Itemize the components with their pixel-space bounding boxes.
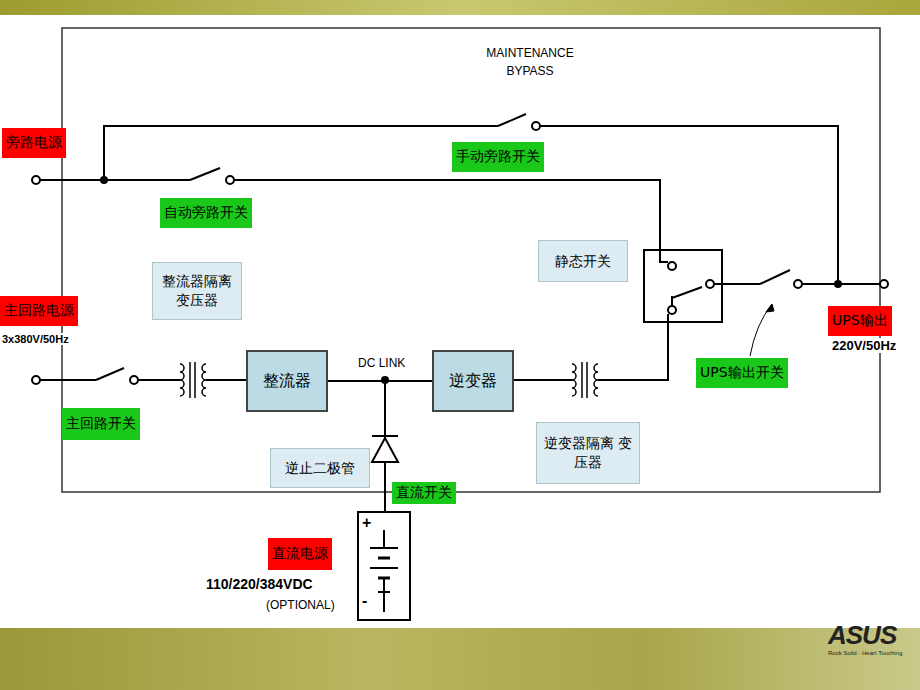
input-rating: 3x380V/50Hz [2,333,69,345]
switch-label: 自动旁路开关 [160,198,252,228]
box-text: UPS输出 [832,312,888,330]
brand-slogan: Rock Solid · Heart Touching [828,650,902,656]
box-text: 直流电源 [272,545,328,563]
power-label: 主回路电源 [0,296,78,326]
box-text: UPS输出开关 [700,364,784,382]
power-label: 旁路电源 [2,128,66,158]
switch-label: UPS输出开关 [696,358,788,388]
box-text: 静态开关 [555,252,611,271]
rectifier-box: 整流器 [246,350,328,412]
box-text: 逆止二极管 [285,459,355,478]
box-text: 逆变器 [449,371,497,392]
box-text: 自动旁路开关 [164,204,248,222]
power-label: UPS输出 [828,306,892,336]
bypass-title: MAINTENANCE BYPASS [470,44,590,80]
plus-sign: + [362,514,371,532]
inverter-box: 逆变器 [432,350,514,412]
info-box: 逆止二极管 [270,448,370,488]
output-rating: 220V/50Hz [832,338,896,353]
minus-sign: - [362,592,367,610]
box-text: 整流器隔离 变压器 [157,272,237,310]
box-text: 主回路开关 [66,415,136,433]
brand-logo: ASUS [828,620,896,651]
switch-label: 直流开关 [392,482,456,504]
info-box: 整流器隔离 变压器 [152,262,242,320]
box-text: 直流开关 [396,484,452,502]
switch-label: 手动旁路开关 [452,142,544,172]
optional-note: (OPTIONAL) [266,598,335,612]
box-text: 整流器 [263,371,311,392]
dc-link-label: DC LINK [358,356,405,370]
power-label: 直流电源 [268,538,332,570]
info-box: 逆变器隔离 变压器 [536,422,640,484]
switch-label: 主回路开关 [62,408,140,440]
bottom-band [0,628,920,690]
info-box: 静态开关 [538,240,628,282]
box-text: 逆变器隔离 变压器 [541,434,635,472]
dc-voltage: 110/220/384VDC [206,576,313,592]
top-band [0,0,920,15]
box-text: 手动旁路开关 [456,148,540,166]
box-text: 旁路电源 [6,134,62,152]
box-text: 主回路电源 [4,302,74,320]
dc-link-wire [328,380,432,382]
